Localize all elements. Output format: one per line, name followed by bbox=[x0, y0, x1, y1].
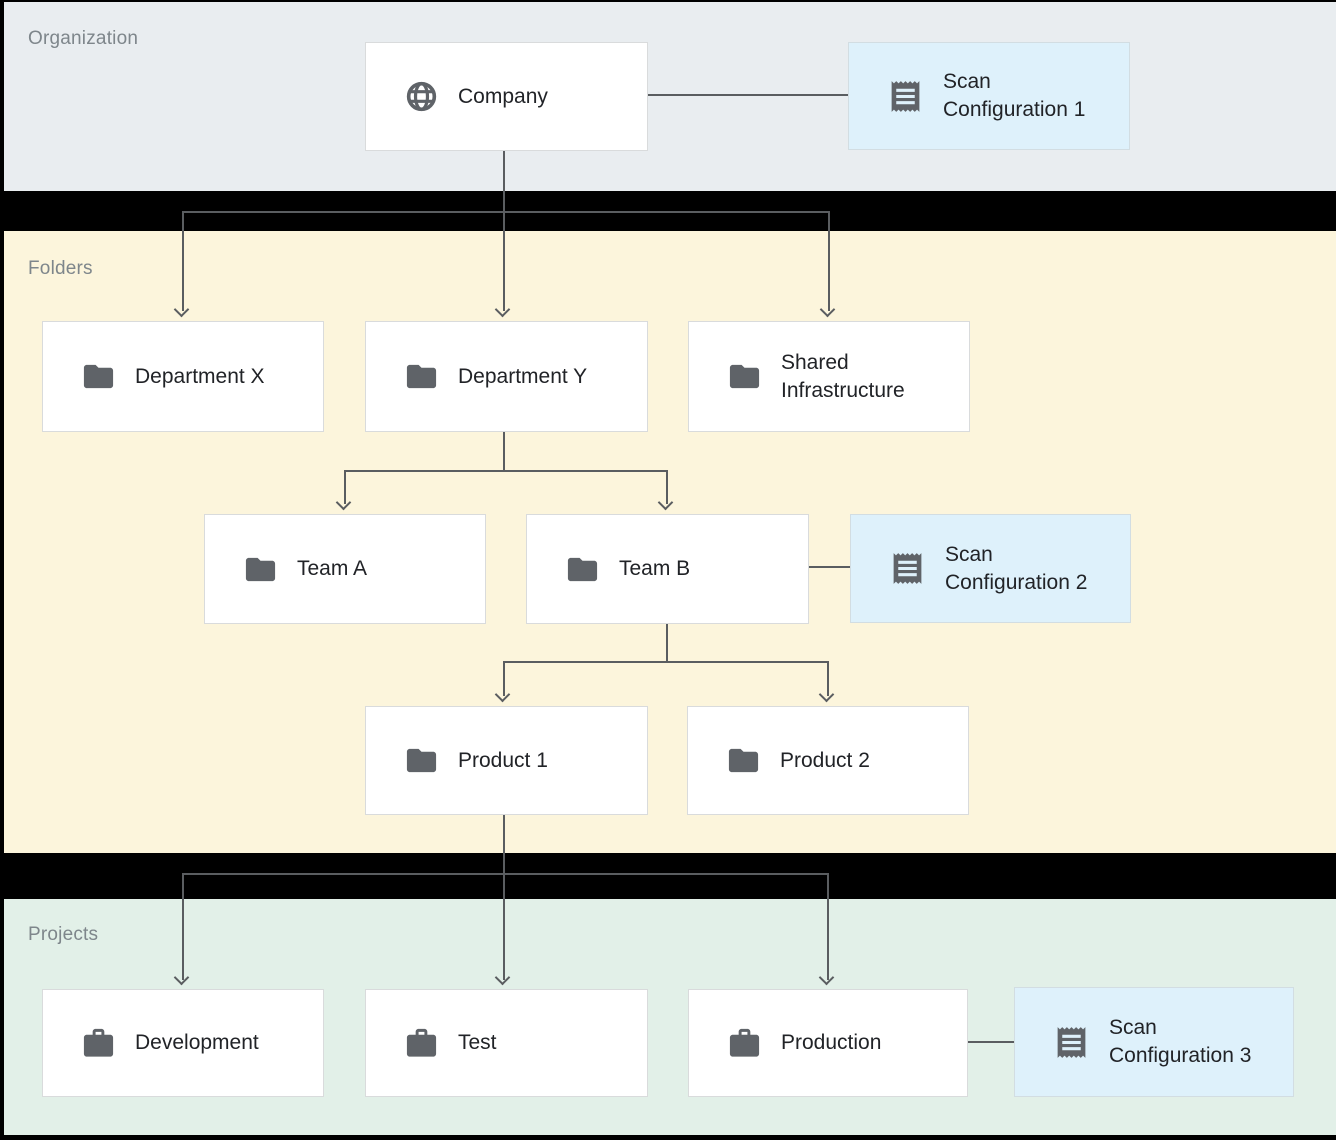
folder-icon bbox=[727, 359, 762, 394]
folder-icon bbox=[726, 743, 761, 778]
node-company: Company bbox=[365, 42, 648, 151]
connector-to-team-b bbox=[666, 470, 668, 504]
node-label: Department X bbox=[135, 364, 265, 388]
node-label: Test bbox=[458, 1031, 497, 1054]
connector-to-product-2 bbox=[827, 661, 829, 696]
connector-product-1-down bbox=[503, 815, 505, 875]
receipt-icon bbox=[1053, 1024, 1090, 1061]
node-scan-configuration-2: Scan Configuration 2 bbox=[850, 514, 1131, 623]
connector-to-production bbox=[827, 873, 829, 980]
globe-icon bbox=[404, 79, 439, 114]
node-shared-infrastructure: Shared Infrastructure bbox=[688, 321, 970, 432]
connector-company-scan1 bbox=[646, 94, 848, 96]
node-label: Team B bbox=[619, 557, 691, 580]
receipt-icon bbox=[889, 550, 926, 587]
connector-trunk-departments bbox=[182, 211, 830, 213]
node-department-x: Department X bbox=[42, 321, 324, 432]
receipt-icon bbox=[887, 78, 924, 115]
connector-team-b-down bbox=[666, 624, 668, 663]
folder-icon bbox=[243, 552, 278, 587]
node-team-b: Team B bbox=[526, 514, 809, 624]
node-product-2: Product 2 bbox=[687, 706, 969, 815]
connector-team-b-scan2 bbox=[809, 566, 850, 568]
node-label: Scan Configuration 1 bbox=[943, 70, 1086, 121]
folders-label: Folders bbox=[28, 258, 93, 279]
connector-trunk-products bbox=[503, 661, 829, 663]
connector-to-shared-infrastructure bbox=[828, 211, 830, 311]
node-label: Scan Configuration 3 bbox=[1109, 1016, 1252, 1067]
folder-icon bbox=[565, 552, 600, 587]
node-test: Test bbox=[365, 989, 648, 1097]
connector-to-test bbox=[503, 873, 505, 980]
node-label: Team A bbox=[297, 557, 368, 580]
connector-to-development bbox=[182, 873, 184, 980]
connector-production-scan3 bbox=[968, 1041, 1014, 1043]
node-label: Scan Configuration 2 bbox=[945, 542, 1088, 594]
connector-department-y-down bbox=[503, 432, 505, 472]
node-label: Department Y bbox=[458, 364, 588, 388]
node-product-1: Product 1 bbox=[365, 706, 648, 815]
node-label: Product 2 bbox=[780, 748, 870, 772]
connector-to-product-1 bbox=[503, 661, 505, 696]
node-department-y: Department Y bbox=[365, 321, 648, 432]
organization-label: Organization bbox=[28, 28, 139, 49]
briefcase-icon bbox=[81, 1026, 116, 1061]
connector-to-team-a bbox=[344, 470, 346, 504]
briefcase-icon bbox=[404, 1026, 439, 1061]
node-label: Production bbox=[781, 1031, 882, 1054]
folder-icon bbox=[404, 359, 439, 394]
node-production: Production bbox=[688, 989, 968, 1097]
node-label: Development bbox=[135, 1031, 259, 1054]
node-scan-configuration-3: Scan Configuration 3 bbox=[1014, 987, 1294, 1097]
node-label: Shared Infrastructure bbox=[781, 350, 905, 402]
organization-section: Organization bbox=[4, 2, 1336, 191]
connector-trunk-teams bbox=[344, 470, 668, 472]
connector-company-down bbox=[503, 151, 505, 311]
node-development: Development bbox=[42, 989, 324, 1097]
node-scan-configuration-1: Scan Configuration 1 bbox=[848, 42, 1130, 150]
projects-label: Projects bbox=[28, 924, 99, 945]
node-label: Company bbox=[458, 84, 548, 108]
connector-to-department-x bbox=[182, 211, 184, 311]
briefcase-icon bbox=[727, 1026, 762, 1061]
connector-trunk-environments bbox=[182, 873, 829, 875]
folder-icon bbox=[404, 743, 439, 778]
node-label: Product 1 bbox=[458, 748, 548, 772]
node-team-a: Team A bbox=[204, 514, 486, 624]
folder-icon bbox=[81, 359, 116, 394]
